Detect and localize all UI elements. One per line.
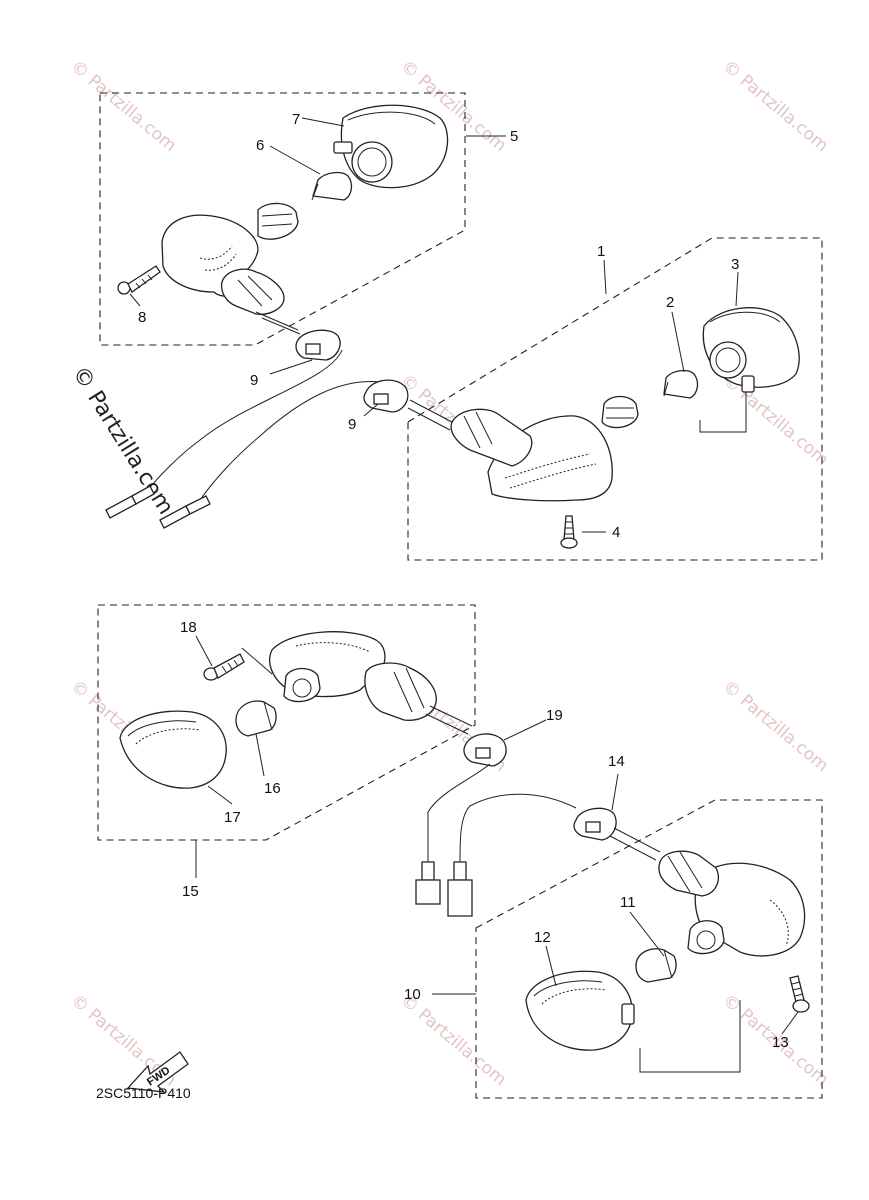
leader-9a — [269, 359, 313, 375]
leader-6 — [269, 145, 321, 175]
socket-10 — [687, 920, 725, 955]
assembly-10-group — [432, 799, 823, 1099]
callout-13: 13 — [772, 1034, 789, 1051]
callout-19: 19 — [546, 707, 563, 724]
callout-18: 18 — [180, 619, 197, 636]
assembly-1-group — [407, 237, 823, 561]
wiring-harness-bottom — [415, 763, 577, 917]
leader-16 — [255, 733, 265, 777]
leader-13 — [781, 1011, 799, 1035]
watermark: © Partzilla.com — [67, 57, 180, 157]
leader-1 — [603, 259, 607, 295]
callout-17: 17 — [224, 809, 241, 826]
callout-1: 1 — [597, 243, 605, 260]
bracket-line — [699, 392, 747, 433]
watermark-large: © Partzilla.com — [67, 362, 178, 519]
callout-16: 16 — [264, 780, 281, 797]
socket-1 — [601, 395, 639, 429]
callout-8: 8 — [138, 309, 146, 326]
callout-6: 6 — [256, 137, 264, 154]
wiring-harness-top — [105, 349, 381, 529]
assembly-15-box — [97, 604, 476, 841]
diagram-code: 2SC5110-P410 — [96, 1085, 191, 1101]
screw-4 — [560, 515, 578, 549]
watermark: © Partzilla.com — [719, 677, 832, 777]
callout-10: 10 — [404, 986, 421, 1003]
bulb-11 — [635, 948, 677, 983]
connector-19 — [463, 719, 547, 767]
bracket-line-lower — [639, 1000, 741, 1073]
screw-8 — [117, 265, 161, 295]
callout-14: 14 — [608, 753, 625, 770]
housing-5 — [161, 214, 301, 335]
callout-12: 12 — [534, 929, 551, 946]
leader-18 — [195, 635, 213, 667]
callout-3: 3 — [731, 256, 739, 273]
bulb-16 — [235, 700, 277, 737]
callout-7: 7 — [292, 111, 300, 128]
assembly-5-box — [99, 92, 466, 346]
bulb-2 — [663, 369, 699, 399]
housing-1 — [407, 399, 613, 502]
screw-18 — [203, 653, 245, 681]
screw-18-guide — [241, 647, 273, 675]
callout-labels: 7 6 5 8 9 9 1 2 3 4 18 16 17 15 19 14 11… — [138, 111, 789, 1051]
leader-2 — [671, 311, 685, 373]
callout-2: 2 — [666, 294, 674, 311]
leader-9b — [363, 403, 379, 417]
leader-8 — [129, 293, 141, 307]
lens-12 — [525, 970, 635, 1051]
callout-5: 5 — [510, 128, 518, 145]
callout-15: 15 — [182, 883, 199, 900]
leader-3 — [735, 271, 739, 307]
leader-17 — [207, 785, 233, 805]
leader-12 — [545, 945, 557, 987]
screw-13 — [789, 975, 810, 1013]
assembly-15-group — [97, 604, 476, 878]
assembly-1-box — [407, 237, 823, 561]
connector-9-right — [363, 379, 409, 417]
leader-11 — [629, 911, 665, 957]
lens-17 — [119, 710, 227, 789]
watermark: © Partzilla.com — [397, 991, 510, 1091]
callout-9a: 9 — [250, 372, 258, 389]
socket-5 — [257, 202, 299, 240]
watermark: © Partzilla.com — [719, 57, 832, 157]
callout-4: 4 — [612, 524, 620, 541]
leader-19 — [503, 719, 547, 741]
lens-3 — [702, 307, 800, 393]
leader-7 — [301, 117, 345, 127]
leader-14 — [611, 773, 619, 811]
bulb-6 — [311, 171, 353, 201]
assembly-5-group — [99, 92, 506, 346]
connector-9-left — [269, 329, 341, 375]
socket-15 — [283, 667, 321, 703]
assembly-10-box — [475, 799, 823, 1099]
lens-7 — [333, 104, 449, 189]
callout-11: 11 — [620, 894, 636, 911]
callout-9b: 9 — [348, 416, 356, 433]
connector-14 — [573, 773, 619, 841]
